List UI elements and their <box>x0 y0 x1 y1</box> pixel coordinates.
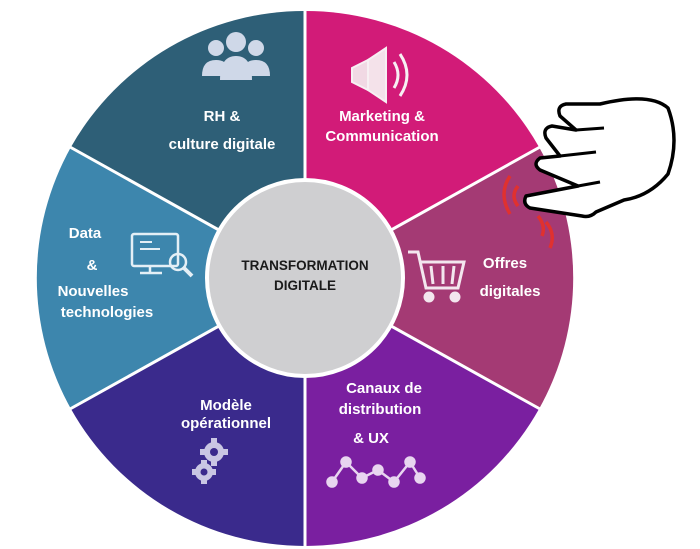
megaphone-icon <box>351 46 409 104</box>
segment-label-rh-2: culture digitale <box>169 136 276 153</box>
segment-label-data-1: Data <box>69 225 102 242</box>
segment-label-modele-1: Modèle <box>200 397 252 414</box>
segment-label-data-3: Nouvelles <box>58 283 129 300</box>
segment-label-offres-2: digitales <box>480 283 541 300</box>
segment-label-canaux-2: distribution <box>339 401 422 418</box>
gears-icon <box>192 438 228 484</box>
network-nodes-icon <box>326 456 426 488</box>
center-circle <box>205 178 405 378</box>
segment-label-marketing-2: Communication <box>325 128 438 145</box>
monitor-magnifier-icon <box>130 232 194 278</box>
segment-label-rh-1: RH & <box>204 108 241 125</box>
pointing-hand-icon <box>522 97 676 219</box>
center-title-line2: DIGITALE <box>274 278 336 293</box>
segment-label-canaux-1: Canaux de <box>346 380 422 397</box>
segment-offres-digitales <box>305 147 574 409</box>
segment-data-technologies <box>36 147 305 409</box>
segment-label-modele-2: opérationnel <box>181 415 271 432</box>
segment-label-data-4: technologies <box>61 304 154 321</box>
ripple-effect <box>502 175 554 249</box>
segment-label-offres-1: Offres <box>483 255 527 272</box>
segment-label-canaux-3: & UX <box>353 430 389 447</box>
people-group-icon <box>202 32 270 80</box>
center-title-line1: TRANSFORMATION <box>241 258 368 273</box>
segment-label-marketing-1: Marketing & <box>339 108 425 125</box>
segment-label-data-2: & <box>87 257 98 274</box>
shopping-cart-icon <box>408 250 466 303</box>
